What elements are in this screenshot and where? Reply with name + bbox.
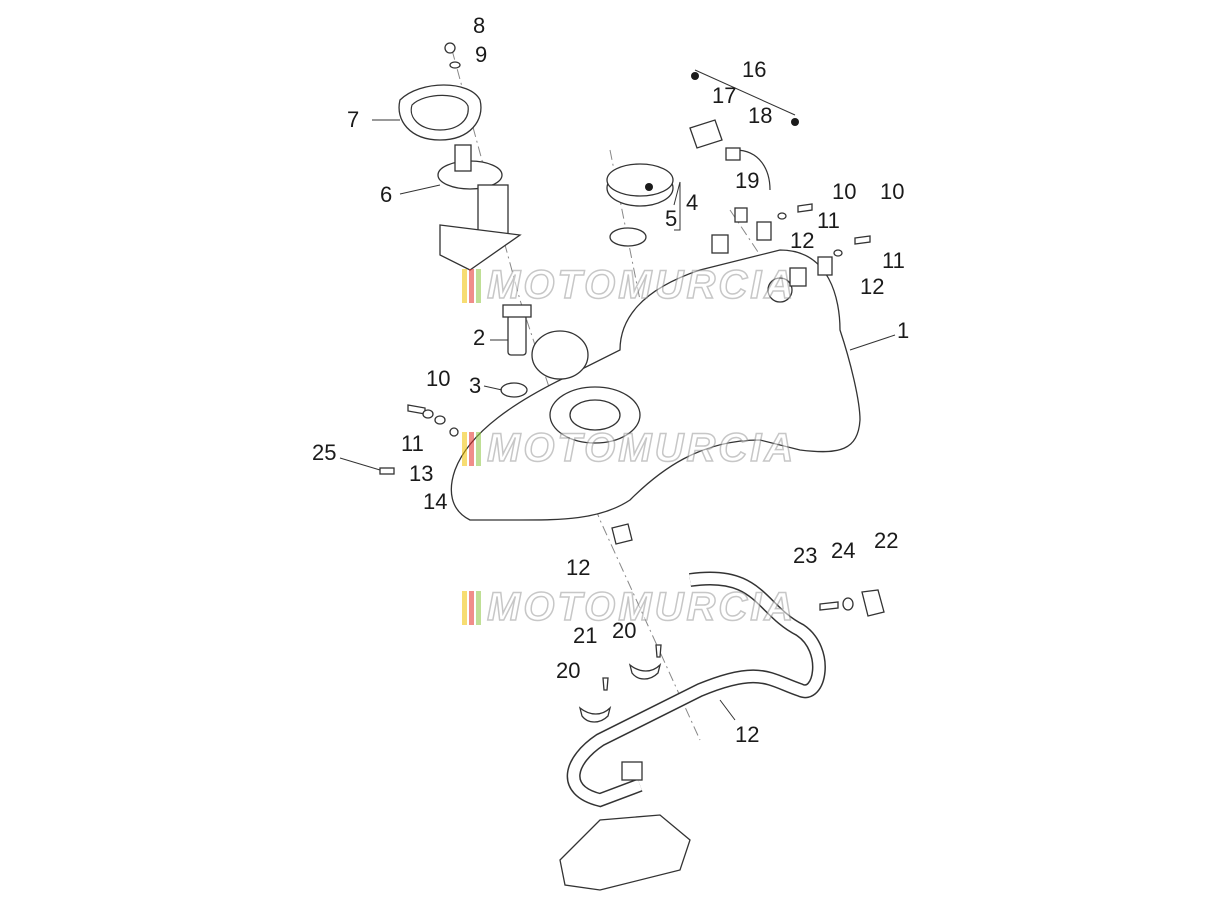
- leader-line: [339, 457, 381, 471]
- watermark-color-bars: [462, 431, 481, 466]
- bullet-marker: [691, 72, 699, 80]
- callout-22: 22: [874, 528, 899, 553]
- fuel-pump-body: [477, 184, 509, 236]
- leader-line: [694, 69, 796, 116]
- o-ring-3: [500, 382, 528, 398]
- callout-11: 11: [401, 431, 424, 456]
- callout-10: 10: [426, 366, 451, 391]
- watermark-color-bars: [462, 268, 481, 303]
- callout-8: 8: [473, 13, 486, 38]
- watermark-logo: MOTOMURCIA: [462, 425, 797, 471]
- clip-12: [756, 221, 772, 241]
- tank-dome: [767, 277, 793, 303]
- watermark-text: MOTOMURCIA: [486, 262, 797, 308]
- washer-9: [449, 61, 461, 69]
- tank-bracket: [789, 267, 807, 287]
- leader-line: [399, 184, 441, 195]
- callout-23: 23: [793, 543, 818, 568]
- frame-section: [559, 814, 691, 891]
- callout-25: 25: [312, 440, 337, 465]
- bracket-22: [861, 589, 885, 617]
- fuel-line-connector: [621, 761, 643, 781]
- washer-11: [422, 409, 434, 419]
- washer-13: [434, 415, 446, 425]
- leader-line: [849, 334, 896, 351]
- callout-12: 12: [860, 274, 885, 299]
- bolt-23: [819, 601, 839, 611]
- cap-seal-5: [609, 227, 647, 247]
- callout-2: 2: [473, 325, 486, 350]
- callout-17: 18: [748, 103, 773, 128]
- washer-24: [842, 597, 854, 611]
- watermark-logo: MOTOMURCIA: [462, 584, 797, 630]
- clip-12: [817, 256, 833, 276]
- callout-24: 24: [831, 538, 856, 563]
- watermark-color-bars: [462, 590, 481, 625]
- vent-hose-inner: [298, 118, 691, 681]
- leader-line: [719, 699, 736, 721]
- washer-11: [777, 212, 787, 220]
- tank-bracket: [711, 234, 729, 254]
- pump-ring-inner: [410, 94, 469, 131]
- watermark-logo: MOTOMURCIA: [462, 262, 797, 308]
- bolt-10: [797, 203, 813, 213]
- callout-9: 9: [475, 42, 488, 67]
- o-ring-large: [531, 330, 589, 380]
- callout-13: 13: [409, 461, 434, 486]
- level-sensor-cap: [502, 304, 532, 318]
- callout-14: 14: [423, 489, 448, 514]
- bolt-10: [407, 404, 426, 415]
- callout-16: 17: [712, 83, 737, 108]
- clamp-20: [628, 662, 662, 680]
- fuel-tank: [450, 249, 861, 521]
- callout-12: 12: [566, 555, 591, 580]
- callout-6: 6: [380, 182, 393, 207]
- callout-1: 1: [897, 318, 910, 343]
- callout-11: 11: [817, 208, 840, 233]
- watermark-text: MOTOMURCIA: [486, 584, 797, 630]
- clamp-20: [578, 705, 612, 723]
- leader-line: [483, 385, 503, 391]
- callout-12: 12: [790, 228, 815, 253]
- callout-19: 12: [735, 722, 760, 747]
- callout-20: 20: [556, 658, 581, 683]
- bolt-10: [854, 235, 871, 245]
- callout-11: 11: [882, 248, 905, 273]
- bullet-marker: [645, 183, 653, 191]
- bullet-marker: [791, 118, 799, 126]
- clip-12: [611, 523, 633, 545]
- fuel-pump-connector: [454, 144, 472, 172]
- callout-18: 19: [735, 168, 760, 193]
- screw-8: [444, 42, 456, 54]
- screw-21: [655, 644, 662, 658]
- callout-5: 5: [665, 206, 678, 231]
- callout-20: 20: [612, 618, 637, 643]
- watermark-text: MOTOMURCIA: [486, 425, 797, 471]
- hose-17: [734, 149, 771, 191]
- leader-line: [673, 181, 681, 231]
- washer-11: [833, 249, 843, 257]
- screw-21: [602, 677, 609, 691]
- callout-10: 10: [832, 179, 857, 204]
- callout-15: 16: [742, 57, 767, 82]
- fuel-cap-top: [606, 163, 674, 197]
- spacer-14: [449, 427, 459, 437]
- tank-filler-opening: [569, 399, 621, 431]
- level-sensor: [507, 314, 527, 356]
- callout-3: 3: [469, 373, 482, 398]
- callout-4: 4: [686, 190, 699, 215]
- callout-21: 21: [573, 623, 598, 648]
- callout-7: 7: [347, 107, 360, 132]
- clip-18: [734, 207, 748, 223]
- fuel-line-19-inner: [568, 573, 825, 806]
- vent-valve-16: [689, 119, 723, 149]
- hose-clip-25: [379, 467, 395, 475]
- hose-clamp: [725, 147, 741, 161]
- callout-10: 10: [880, 179, 905, 204]
